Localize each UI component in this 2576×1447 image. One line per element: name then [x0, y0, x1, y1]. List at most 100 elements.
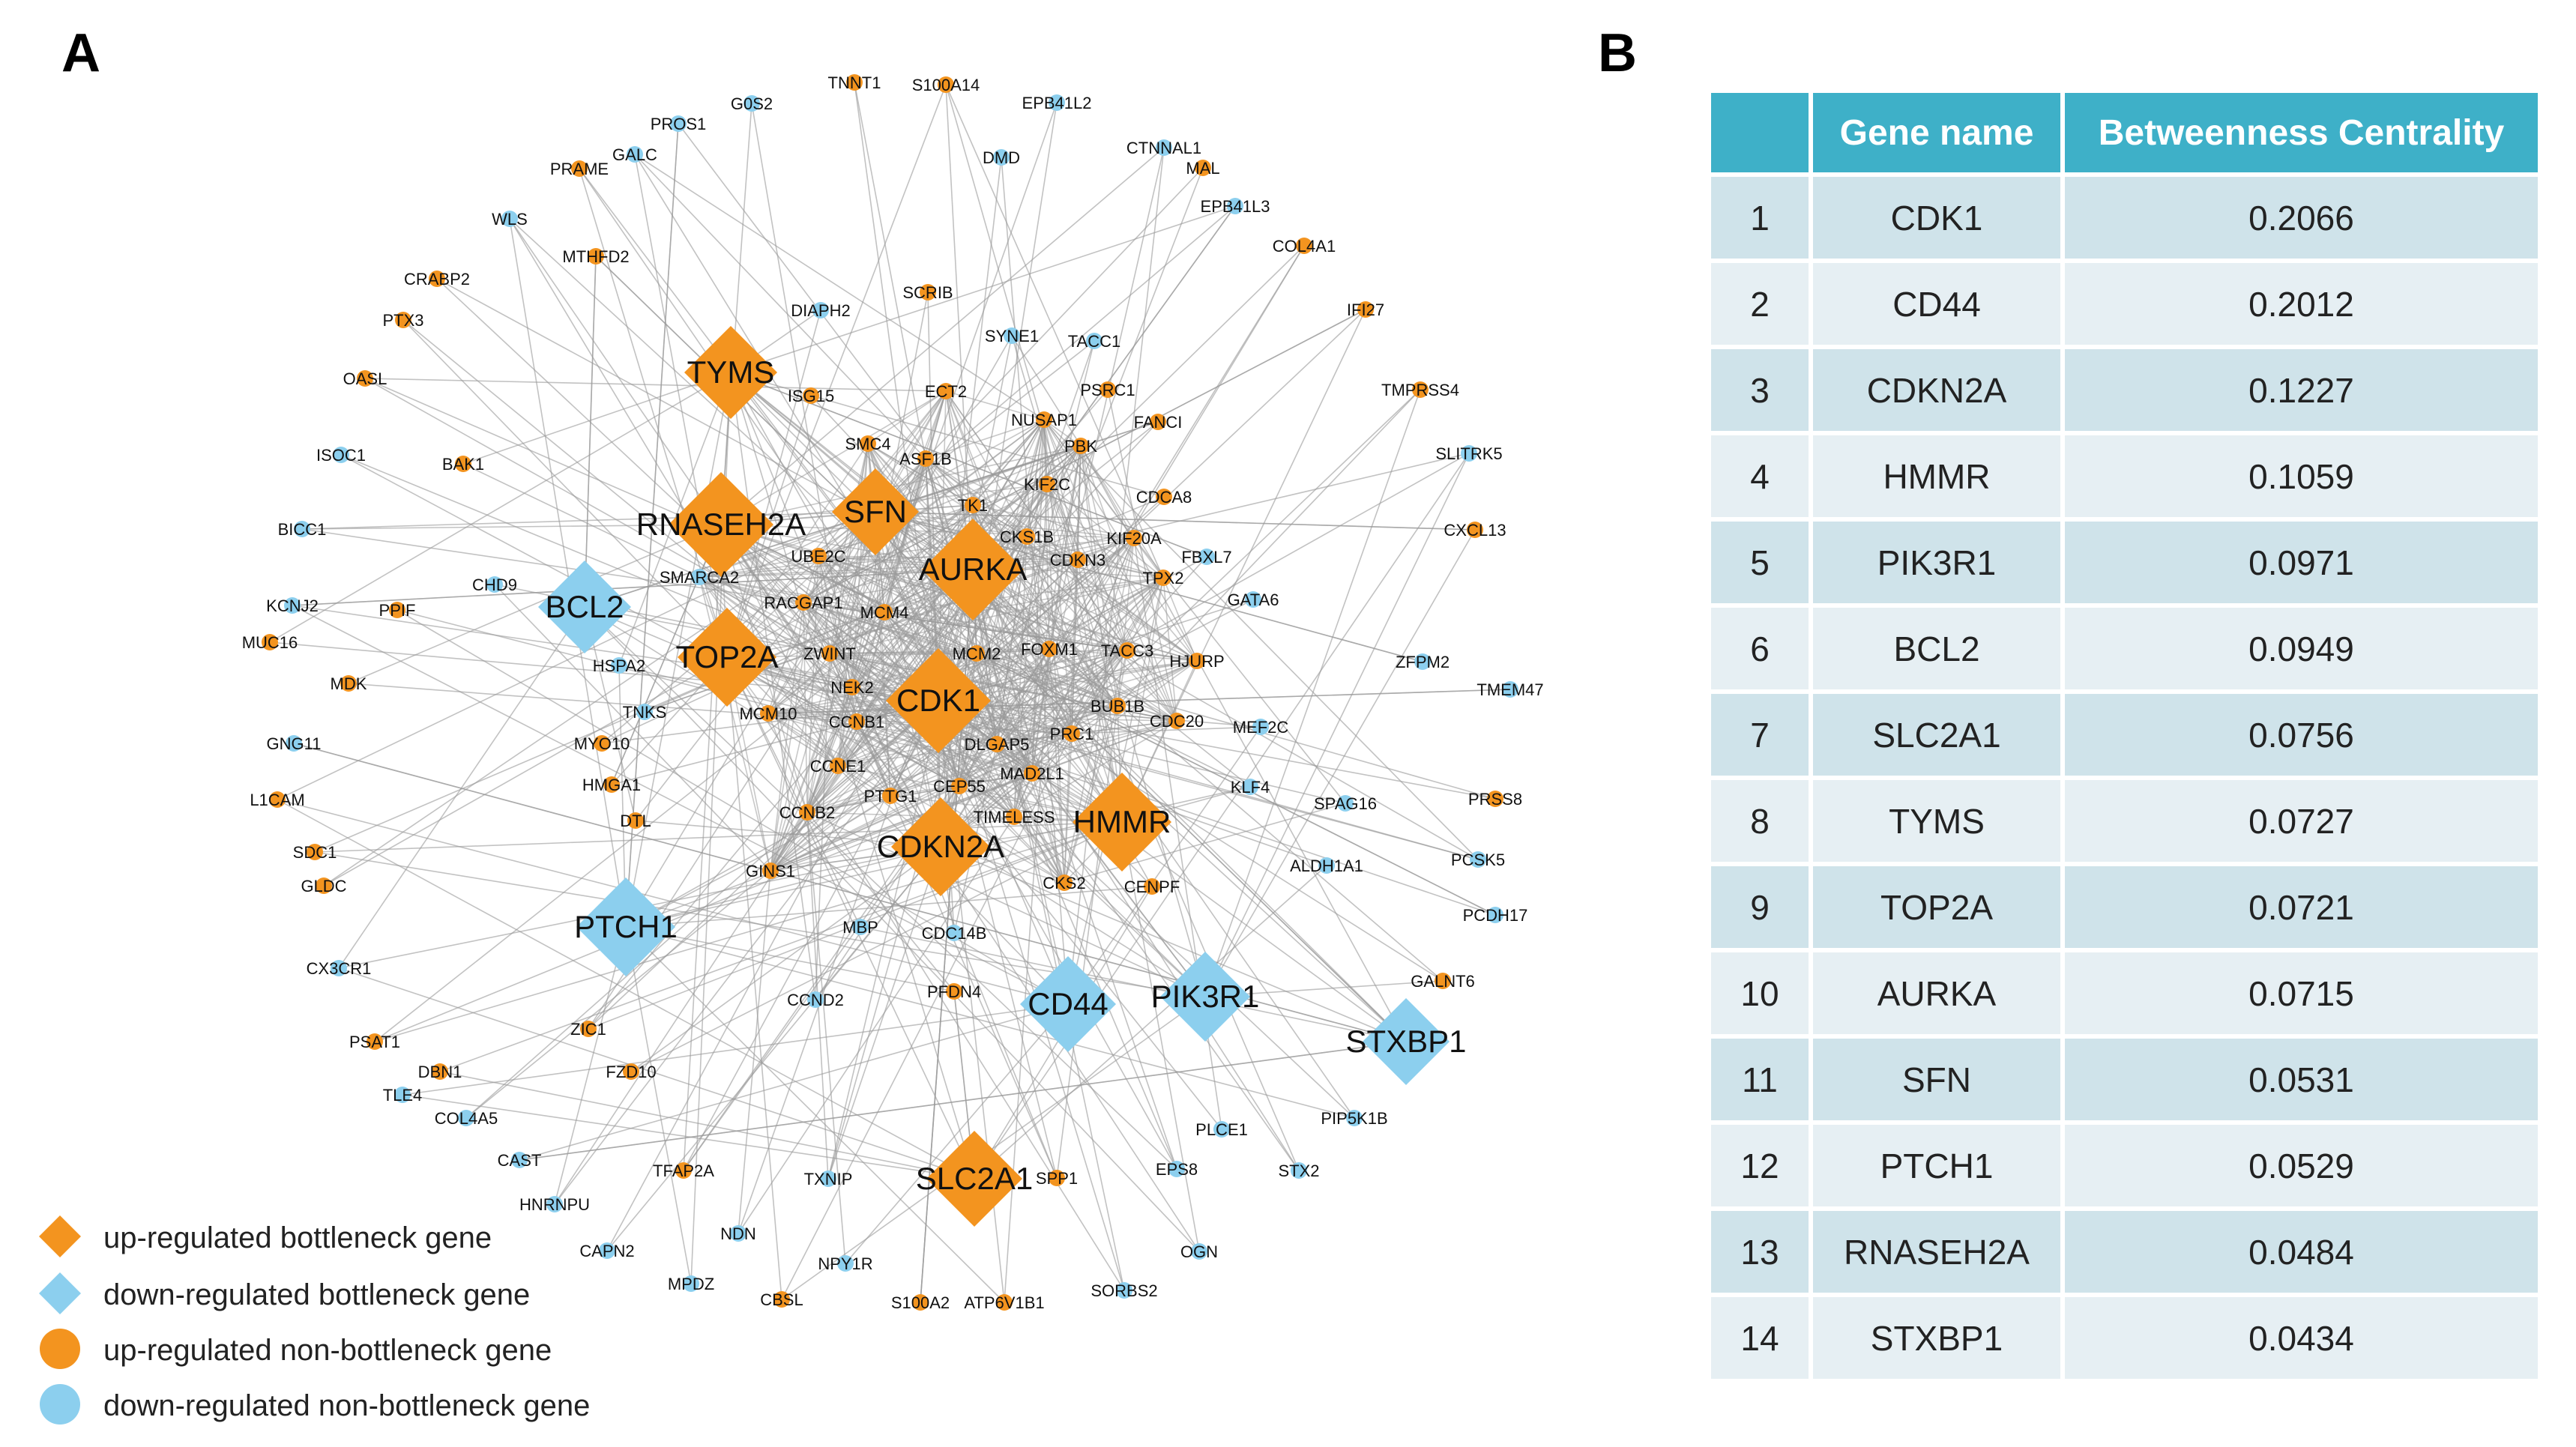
- node-label: OGN: [1180, 1242, 1218, 1261]
- network-edge: [519, 1041, 1407, 1161]
- gene-node-cdc14b: [946, 925, 962, 941]
- network-edge: [890, 577, 1164, 797]
- node-label: TOP2A: [676, 639, 779, 674]
- gene-node-ect2: [938, 383, 954, 399]
- network-edge: [972, 569, 1479, 860]
- network-edge: [374, 821, 1123, 1042]
- centrality-cell: 0.1059: [2065, 435, 2538, 517]
- network-edge: [884, 577, 1164, 613]
- network-edge: [767, 689, 1511, 714]
- gene-node-mthfd2: [588, 248, 604, 265]
- network-edge: [827, 653, 977, 1179]
- network-edge: [737, 816, 1015, 1234]
- network-edge: [1121, 309, 1366, 823]
- gene-node-mpdz: [683, 1275, 699, 1292]
- network-edge: [720, 390, 947, 525]
- node-label: CKS2: [1043, 874, 1085, 892]
- node-label: TPX2: [1142, 569, 1183, 587]
- node-label: MCM10: [739, 704, 797, 723]
- node-label: PRSS8: [1468, 790, 1522, 809]
- network-edge: [770, 309, 1366, 871]
- gene-node-s100a14: [938, 76, 954, 93]
- network-edge: [875, 511, 1476, 531]
- node-label: DMD: [983, 148, 1020, 167]
- gene-node-cep55: [951, 778, 968, 794]
- node-label: STX2: [1278, 1161, 1319, 1180]
- network-edge: [588, 700, 939, 1030]
- node-label: G0S2: [731, 94, 773, 113]
- node-label: PCSK5: [1451, 851, 1505, 869]
- network-edge: [301, 524, 722, 530]
- network-edge: [625, 926, 955, 992]
- node-label: COL4A5: [435, 1109, 498, 1128]
- node-label: TMPRSS4: [1381, 381, 1459, 399]
- column-header-rank: [1711, 93, 1809, 172]
- centrality-cell: 0.0949: [2065, 608, 2538, 689]
- node-label: PSAT1: [349, 1033, 400, 1051]
- network-edge: [972, 569, 1069, 1005]
- node-label: CDKN2A: [877, 829, 1004, 864]
- network-edge: [972, 245, 1305, 570]
- network-edge: [699, 576, 939, 701]
- node-label: MDK: [331, 674, 367, 693]
- node-label: TIMELESS: [974, 808, 1055, 827]
- centrality-cell: 0.1227: [2065, 349, 2538, 431]
- centrality-cell: 0.0727: [2065, 780, 2538, 862]
- gene-node-ccnd2: [807, 991, 824, 1008]
- gene-node-smc4: [860, 435, 876, 452]
- gene-node-fzd10: [623, 1063, 639, 1080]
- legend-item: down-regulated non-bottleneck gene: [37, 1382, 712, 1427]
- node-label: HMGA1: [582, 776, 641, 794]
- node-label: TMEM47: [1476, 680, 1543, 699]
- gene-node-cenpf: [1144, 878, 1160, 895]
- network-edge: [938, 599, 1254, 701]
- gene-node-hjurp: [1189, 653, 1205, 669]
- network-edge: [364, 378, 947, 392]
- gene-node-ptx3: [395, 312, 411, 328]
- network-edge: [292, 569, 974, 606]
- network-edge: [938, 157, 1002, 701]
- node-label: RNASEH2A: [636, 507, 806, 542]
- gene-name-cell: TYMS: [1813, 780, 2060, 862]
- network-edge: [588, 569, 974, 1030]
- legend-item: down-regulated bottleneck gene: [37, 1271, 712, 1316]
- network-edge: [837, 660, 1198, 767]
- node-label: ZWINT: [803, 644, 856, 663]
- rank-cell: 4: [1711, 435, 1809, 517]
- gene-node-timeless: [1006, 809, 1022, 825]
- gene-node-syne1: [1004, 327, 1020, 344]
- node-label: CXCL13: [1444, 521, 1506, 540]
- network-edge: [767, 713, 808, 813]
- network-edge: [770, 785, 960, 871]
- node-label: GALNT6: [1411, 972, 1475, 991]
- network-edge: [726, 656, 1327, 866]
- gene-node-fanci: [1150, 414, 1166, 430]
- node-label: GALC: [612, 145, 657, 164]
- network-edge: [584, 256, 597, 608]
- network-edge: [972, 504, 1135, 539]
- network-edge: [972, 421, 1159, 570]
- network-edge: [494, 584, 771, 871]
- network-edge: [584, 606, 1200, 1252]
- gene-node-ogn: [1191, 1243, 1207, 1260]
- gene-node-ndn: [730, 1225, 746, 1242]
- network-edge: [465, 870, 771, 1119]
- node-label: CRABP2: [404, 270, 470, 289]
- gene-node-crabp2: [429, 271, 445, 287]
- gene-node-spp1: [1049, 1170, 1065, 1186]
- node-label: NUSAP1: [1011, 411, 1077, 429]
- network-edge: [854, 82, 939, 701]
- gene-node-asf1b: [917, 450, 934, 467]
- gene-node-mef2c: [1252, 719, 1269, 735]
- network-edge: [781, 996, 1206, 1300]
- rank-cell: 10: [1711, 952, 1809, 1034]
- network-edge: [875, 511, 1177, 722]
- node-label: SYNE1: [985, 327, 1039, 345]
- centrality-cell: 0.0531: [2065, 1039, 2538, 1120]
